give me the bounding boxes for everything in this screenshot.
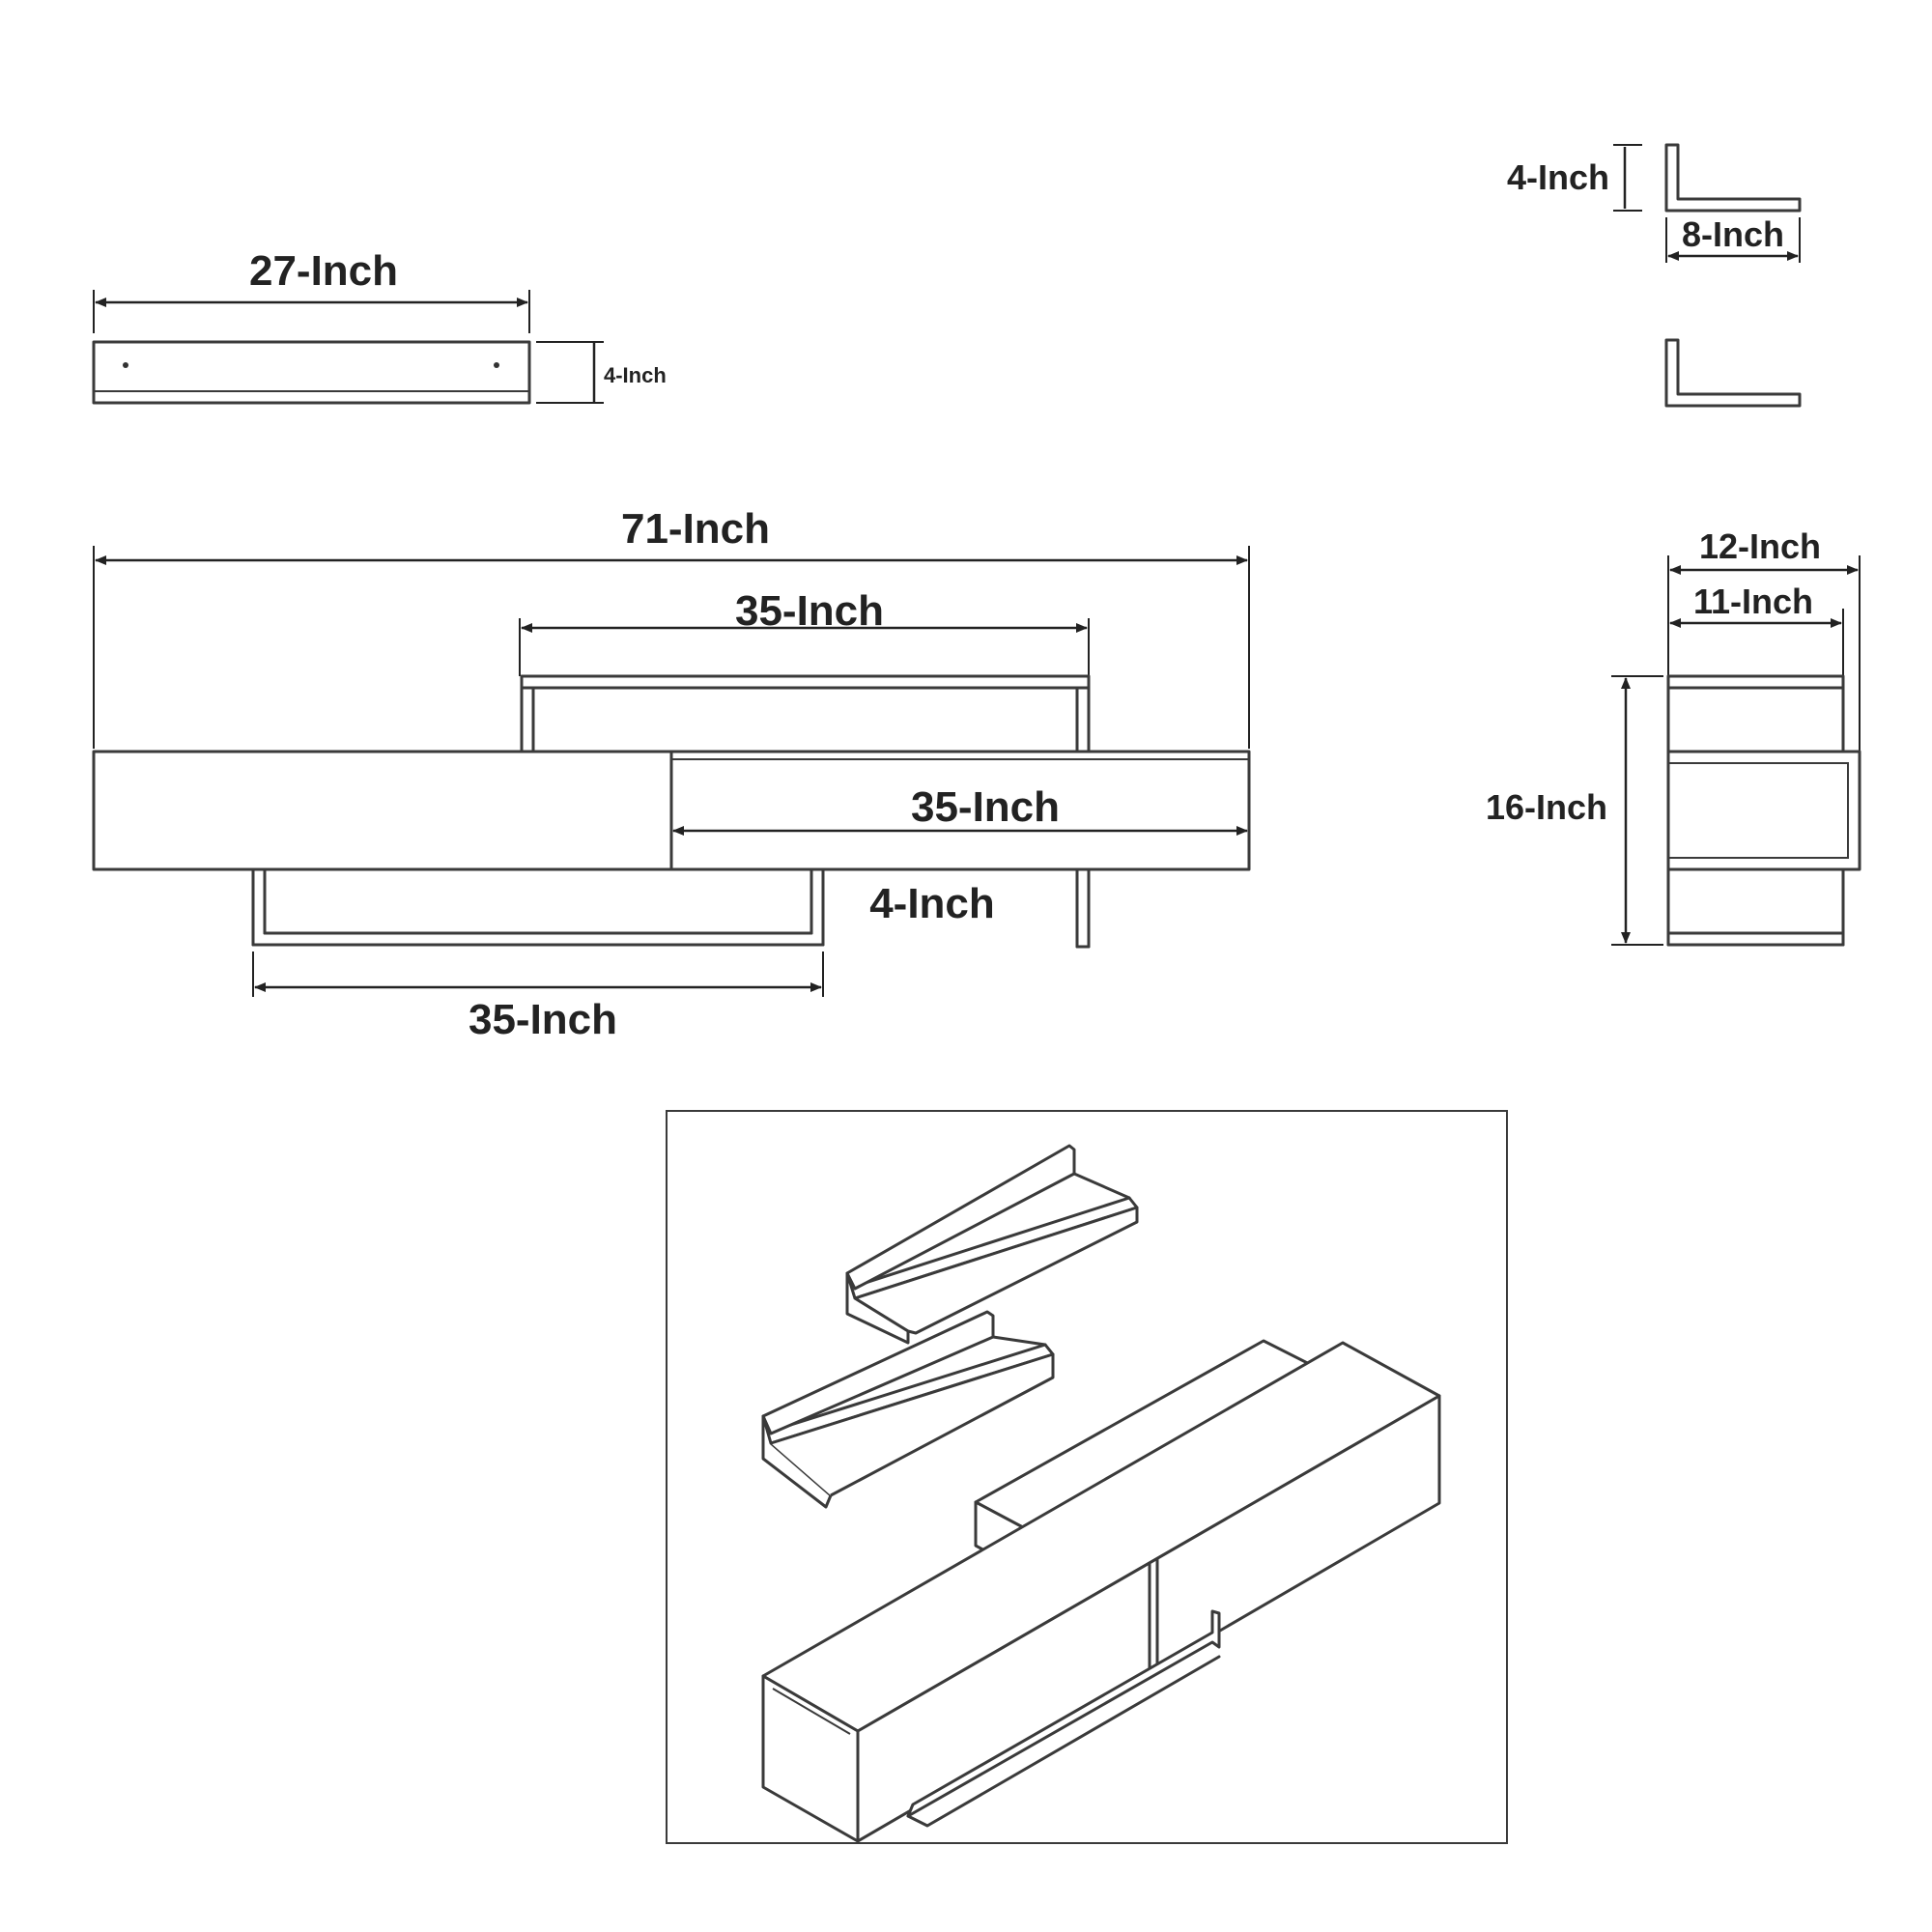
cabinet-front-view: 71-Inch 35-Inch 35-Inch 4-Inch bbox=[92, 505, 1251, 1043]
outer-depth-label: 12-Inch bbox=[1699, 526, 1821, 566]
mounting-hole bbox=[123, 362, 128, 368]
cabinet-side-view: 12-Inch 11-Inch 16-Inch bbox=[1486, 526, 1861, 947]
shelf-side-profile bbox=[1664, 338, 1802, 408]
height-label: 16-Inch bbox=[1486, 787, 1607, 827]
shelf-width-label: 27-Inch bbox=[249, 247, 398, 295]
tv-stand bbox=[761, 1339, 1441, 1843]
upper-wall-shelf bbox=[845, 1144, 1139, 1345]
shelf-side-view: 4-Inch 8-Inch bbox=[1507, 143, 1802, 408]
mounting-hole bbox=[494, 362, 499, 368]
isometric-view bbox=[666, 1110, 1508, 1844]
right-drawer bbox=[669, 750, 1251, 871]
top-shelf-label: 35-Inch bbox=[735, 587, 884, 635]
shelf-side-height-label: 4-Inch bbox=[1507, 157, 1609, 197]
inner-depth-label: 11-Inch bbox=[1693, 582, 1813, 621]
total-width-label: 71-Inch bbox=[621, 505, 770, 553]
shelf-height-label: 4-Inch bbox=[604, 363, 667, 387]
bottom-shelf-label: 35-Inch bbox=[469, 996, 617, 1043]
lower-wall-shelf bbox=[761, 1310, 1055, 1509]
shelf-depth-label: 8-Inch bbox=[1682, 214, 1784, 254]
left-drawer bbox=[92, 750, 673, 871]
shelf-front-view: 27-Inch 4-Inch bbox=[92, 247, 667, 405]
isometric-frame bbox=[666, 1110, 1508, 1844]
leg-height-label: 4-Inch bbox=[869, 880, 995, 927]
right-drawer-label: 35-Inch bbox=[911, 783, 1060, 831]
